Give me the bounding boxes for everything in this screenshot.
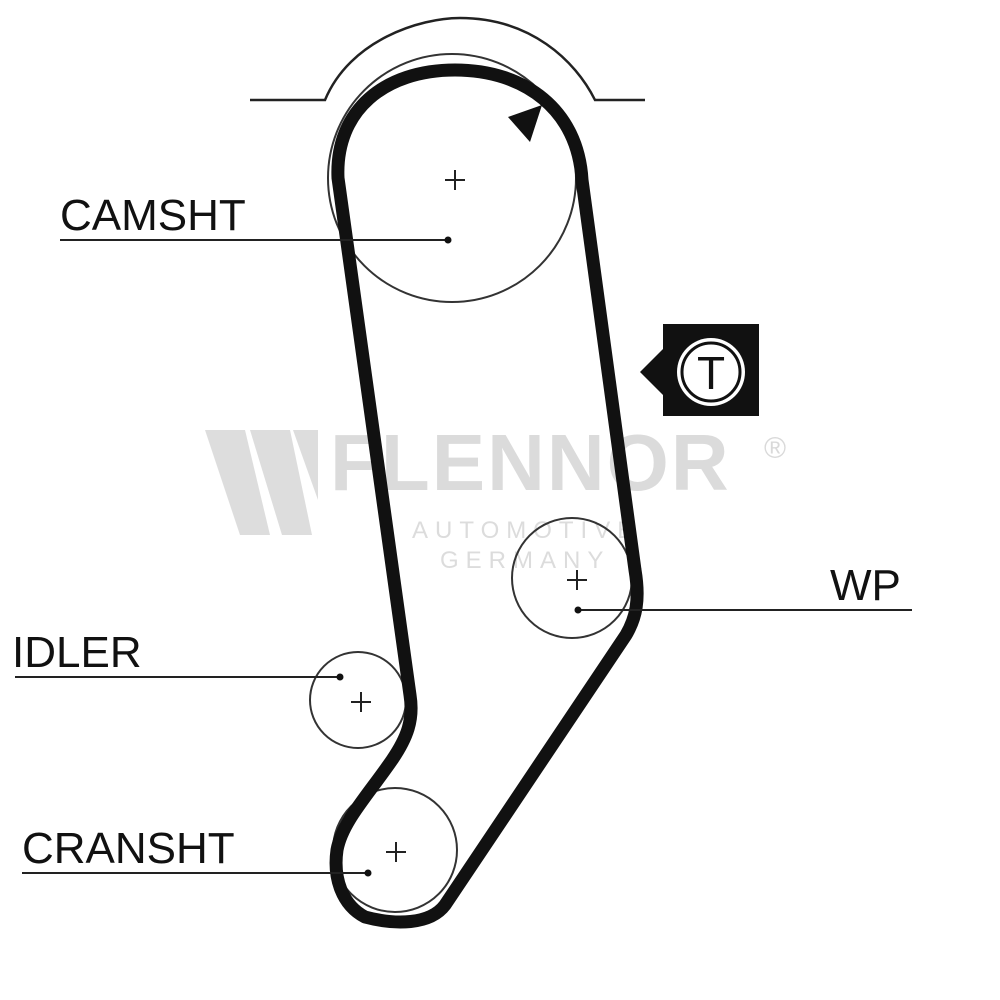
watermark-line1: AUTOMOTIVE: [412, 517, 640, 544]
camshaft-label: CAMSHT: [60, 191, 246, 240]
crankshaft-label: CRANSHT: [22, 824, 235, 873]
idler-pulley: [309, 651, 407, 749]
leader-dots: [336, 236, 582, 877]
timing-belt: [329, 63, 644, 929]
idler-label: IDLER: [12, 628, 142, 677]
watermark-line2: GERMANY: [440, 547, 610, 574]
watermark: FLENNOR ® AUTOMOTIVE GERMANY: [205, 418, 786, 574]
water-pump-label: WP: [830, 561, 901, 610]
pulley-centers: [351, 170, 587, 862]
tensioner-letter: T: [697, 347, 725, 399]
leader-lines: [15, 239, 912, 874]
watermark-registered-mark: ®: [764, 432, 786, 465]
tensioner-icon: T: [640, 324, 759, 416]
watermark-brand: FLENNOR: [330, 418, 731, 507]
cover-outline: [250, 16, 645, 102]
flennor-logo-icon: [205, 430, 318, 535]
rotation-arrow-icon: [508, 105, 542, 142]
